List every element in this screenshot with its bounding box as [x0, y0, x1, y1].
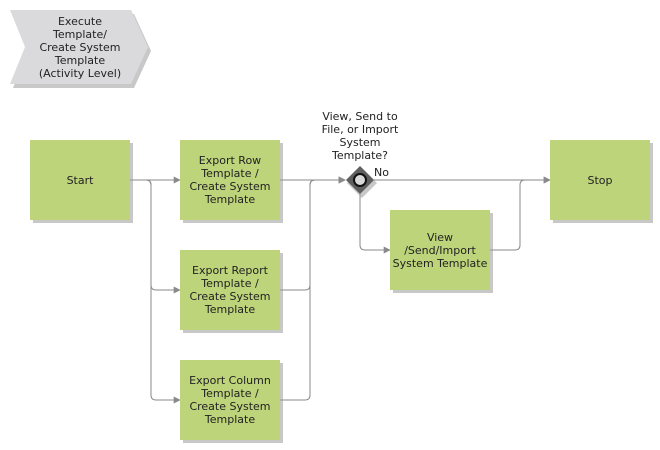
gateway-no-label: No: [374, 166, 389, 179]
connector-report-to-gateway: [280, 176, 346, 291]
gateway-circle-icon: [353, 173, 367, 187]
connector-column-to-gateway: [280, 176, 346, 401]
stop-node: [550, 140, 650, 220]
start-node: [30, 140, 130, 220]
export-row-node: [180, 140, 280, 220]
header-chevron: [10, 10, 151, 88]
gateway-question-label: View, Send to File, or Import System Tem…: [321, 110, 399, 162]
export-report-node: [180, 250, 280, 330]
connector-gateway-to-view: [359, 194, 391, 254]
connector-start-to-report: [130, 179, 181, 294]
view-send-import-node: [390, 210, 490, 290]
connector-start-to-column: [130, 179, 181, 404]
connector-view-to-stop: [490, 176, 551, 251]
activity-shapes: [30, 140, 653, 443]
export-column-node: [180, 360, 280, 440]
decision-gateway: [346, 166, 377, 198]
connectors: [130, 176, 551, 404]
